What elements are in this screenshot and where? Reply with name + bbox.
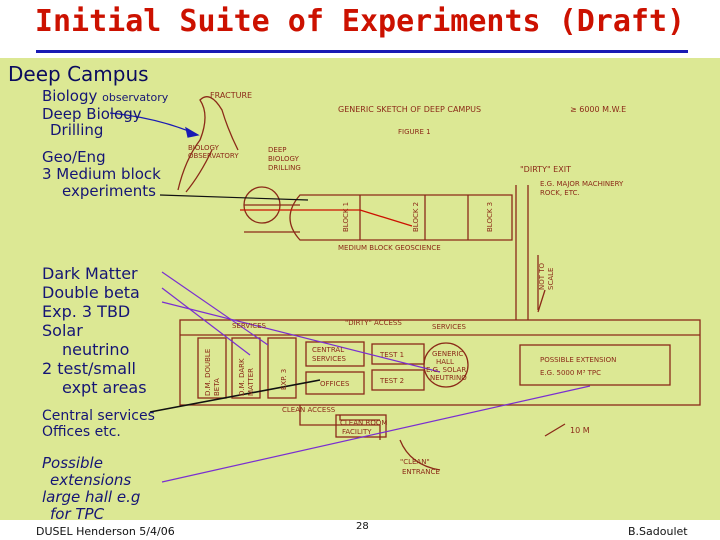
figure-label: FIGURE 1 <box>398 128 431 136</box>
machinery-2: ROCK, ETC. <box>540 189 580 197</box>
sketch-background <box>0 58 720 520</box>
cs-line2: Offices etc. <box>42 424 121 440</box>
dm-line5: neutrino <box>62 340 130 359</box>
footer-author: B.Sadoulet <box>628 525 688 538</box>
dark-matter-label: Dark Matter Double beta Exp. 3 TBD Solar… <box>42 264 147 397</box>
geo-line3: experiments <box>62 182 156 200</box>
biology-line2: Deep Biology <box>42 105 142 123</box>
services-right-label: SERVICES <box>432 323 467 331</box>
block2-label: BLOCK 2 <box>412 202 420 232</box>
block1-label: BLOCK 1 <box>342 202 350 232</box>
generic-label: GENERIC SKETCH OF DEEP CAMPUS <box>338 105 481 114</box>
central-services-label: Central services Offices etc. <box>42 408 155 440</box>
fracture-tunnel <box>177 96 239 191</box>
possible-ext-1: POSSIBLE EXTENSION <box>540 356 616 364</box>
pe-line3: large hall e.g <box>42 488 141 506</box>
generic-hall-circle <box>423 342 469 388</box>
machinery-1: E.G. MAJOR MACHINERY <box>540 180 624 188</box>
scale-label: 10 M <box>570 426 590 435</box>
clean-facility-2: FACILITY <box>342 428 372 436</box>
dm-line3: Exp. 3 TBD <box>42 302 131 321</box>
dm-line4: Solar <box>42 321 83 340</box>
bio-obs-1: BIOLOGY <box>188 144 220 152</box>
pe-line2: extensions <box>50 471 132 489</box>
dirty-access-label: "DIRTY" ACCESS <box>345 319 402 327</box>
good-label: ≥ 6000 M.W.E <box>570 105 626 114</box>
biology-line1: Biology observatory <box>42 87 169 105</box>
bio-obs-2: OBSERVATORY <box>188 152 239 160</box>
deep-bio-2: BIOLOGY <box>268 155 300 163</box>
geo-line2: 3 Medium block <box>42 165 161 183</box>
dm-arrow-3 <box>161 301 441 373</box>
offices-label: OFFICES <box>320 380 350 388</box>
dm-line6: 2 test/small <box>42 359 136 378</box>
title-underline <box>36 50 688 53</box>
geo-arrow-1 <box>159 194 309 201</box>
central-2: SERVICES <box>312 355 347 363</box>
pe-line1: Possible <box>42 454 103 472</box>
medium-label: MEDIUM BLOCK GEOSCIENCE <box>338 244 441 252</box>
geo-label: Geo/Eng 3 Medium block experiments <box>42 149 161 200</box>
deep-bio-1: DEEP <box>268 146 286 154</box>
block3-label: BLOCK 3 <box>486 202 494 232</box>
biology-drift <box>185 149 213 193</box>
dm-line7: expt areas <box>62 378 147 397</box>
biology-line3: Drilling <box>50 121 104 139</box>
page-number: 28 <box>356 521 369 532</box>
dm-arrow-1 <box>161 271 269 346</box>
dm-arrow-2 <box>161 287 251 356</box>
clean-entrance-2: ENTRANCE <box>402 468 440 476</box>
not-scale-2: SCALE <box>547 268 555 290</box>
biology-label: Biology observatory Deep Biology Drillin… <box>42 88 168 138</box>
clean-access-label: CLEAN ACCESS <box>282 406 336 414</box>
deep-bio-3: DRILLING <box>268 164 301 172</box>
possible-arrow <box>161 385 591 483</box>
generic-hall-3: E.G. SOLAR <box>426 366 466 374</box>
possible-extensions-label: Possible extensions large hall e.g for T… <box>42 455 140 523</box>
exp3-label: EXP. 3 <box>280 369 288 390</box>
clean-entrance-1: "CLEAN" <box>400 458 430 466</box>
geo-line1: Geo/Eng <box>42 148 106 166</box>
clean-facility-1: CLEAN ROOM <box>340 419 387 427</box>
generic-hall-1: GENERIC <box>432 350 463 358</box>
generic-hall-4: NEUTRINO <box>430 374 467 382</box>
footer-event: DUSEL Henderson 5/4/06 <box>36 525 175 538</box>
slide-title: Initial Suite of Experiments (Draft) <box>34 4 686 39</box>
medium-block-hall <box>289 194 513 241</box>
dm-dark-1: D.M. DARK <box>238 358 246 396</box>
test2-label: TEST 2 <box>379 377 404 385</box>
geo-arrow-2 <box>359 209 413 227</box>
lower-campus <box>179 319 701 406</box>
dm-dark-2: MATTER <box>247 368 255 396</box>
central-1: CENTRAL <box>312 346 344 354</box>
deep-campus-heading: Deep Campus <box>8 62 149 86</box>
generic-hall-2: HALL <box>436 358 454 366</box>
pe-line4: for TPC <box>50 505 105 523</box>
cs-line1: Central services <box>42 408 155 424</box>
possible-ext-2: E.G. 5000 M³ TPC <box>540 369 601 377</box>
dm-beta-1: D.M. DOUBLE <box>204 349 212 396</box>
dm-beta-2: BETA <box>213 378 221 396</box>
central-arrow <box>149 379 321 413</box>
dirty-exit-label: "DIRTY" EXIT <box>520 165 571 174</box>
test1-label: TEST 1 <box>379 351 404 359</box>
dm-line2: Double beta <box>42 283 140 302</box>
not-scale-1: NOT TO <box>538 262 546 290</box>
dm-line1: Dark Matter <box>42 264 138 283</box>
services-left-label: SERVICES <box>232 322 267 330</box>
fracture-label: FRACTURE <box>210 91 252 100</box>
